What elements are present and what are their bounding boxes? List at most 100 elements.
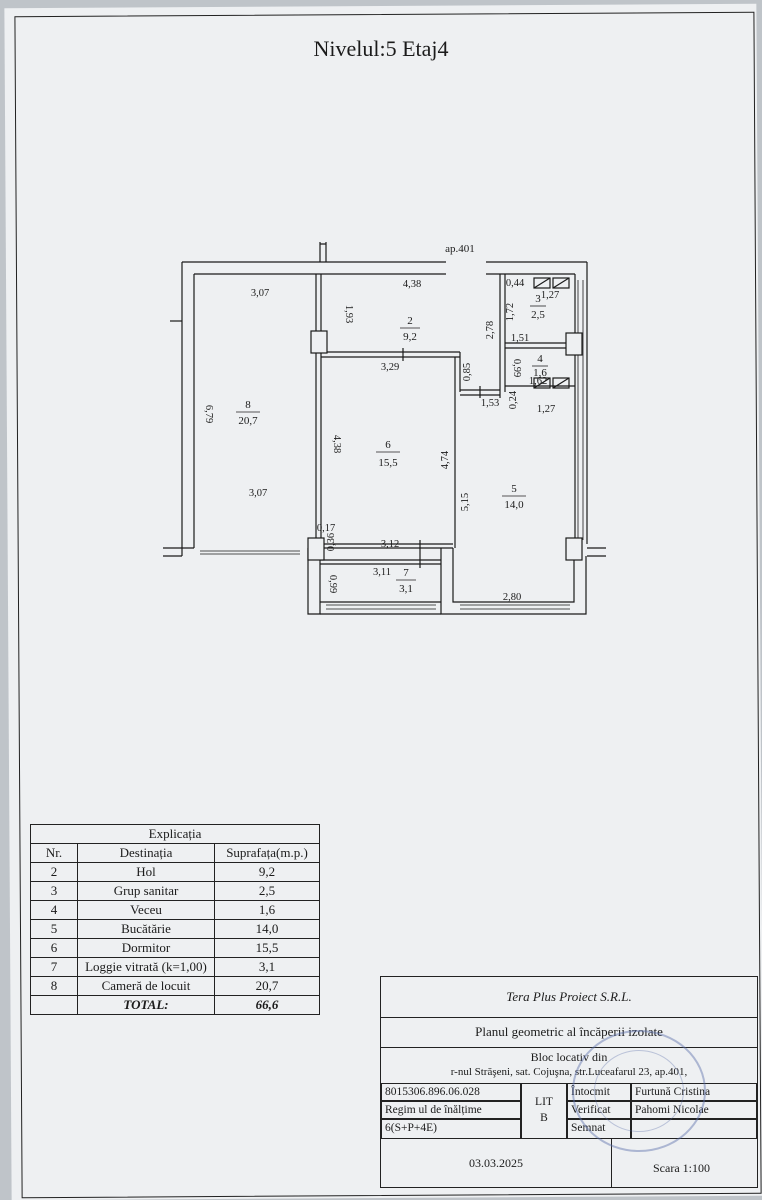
svg-text:20,7: 20,7 — [238, 415, 258, 427]
scale: Scara 1:100 — [653, 1161, 710, 1175]
dim-1-72: 1,72 — [505, 303, 516, 321]
company-name: Tera Plus Proiect S.R.L. — [381, 977, 757, 1018]
room-label-2: 2 9,2 — [400, 315, 420, 343]
dim-3-29: 3,29 — [381, 362, 399, 373]
room-label-5: 5 14,0 — [502, 483, 526, 511]
dim-3-07-top: 3,07 — [251, 288, 269, 299]
svg-text:15,5: 15,5 — [378, 457, 398, 469]
table-header: Nr. Destinația Suprafața(m.p.) — [30, 843, 320, 863]
row-dest: Cameră de locuit — [77, 976, 215, 996]
row-nr: 4 — [30, 900, 78, 920]
row-dest: Bucătărie — [77, 919, 215, 939]
lit-value: B — [540, 1112, 548, 1124]
total-value: 66,6 — [214, 995, 320, 1015]
row-nr: 5 — [30, 919, 78, 939]
row-supr: 1,6 — [214, 900, 320, 920]
row-nr: 8 — [30, 976, 78, 996]
row-dest: Veceu — [77, 900, 215, 920]
total-label: TOTAL: — [77, 995, 215, 1015]
header-suprafata: Suprafața(m.p.) — [214, 843, 320, 863]
door-marks — [402, 348, 481, 568]
table-row: 5 Bucătărie 14,0 — [30, 919, 320, 939]
table-row: 7 Loggie vitrată (k=1,00) 3,1 — [30, 957, 320, 977]
interior-walls — [315, 274, 575, 565]
window-lines — [200, 280, 584, 610]
row-dest: Hol — [77, 862, 215, 882]
table-row: 4 Veceu 1,6 — [30, 900, 320, 920]
table-row: 8 Cameră de locuit 20,7 — [30, 976, 320, 996]
row-supr: 9,2 — [214, 862, 320, 882]
dim-4-74: 4,74 — [440, 450, 451, 469]
room-label-3: 3 2,5 — [530, 293, 546, 321]
dim-3-07-bottom: 3,07 — [249, 488, 267, 499]
cadastral-number: 8015306.896.06.028 — [381, 1083, 521, 1101]
svg-text:8: 8 — [245, 399, 251, 411]
svg-text:3,1: 3,1 — [399, 583, 413, 595]
row-dest: Dormitor — [77, 938, 215, 958]
dim-0-17: 0,17 — [317, 523, 335, 534]
apartment-label: ap.401 — [445, 243, 475, 255]
dim-0-36: 0,36 — [326, 533, 337, 551]
dim-6-79: 6,79 — [203, 405, 214, 423]
dim-1-27-top: 1,27 — [541, 290, 559, 301]
dim-4-38-left: 4,38 — [331, 435, 342, 453]
regime-label: Regim ul de înălțime — [381, 1101, 521, 1119]
svg-text:4: 4 — [537, 353, 543, 365]
building-type: Bloc locativ din — [530, 1050, 608, 1064]
dim-0-85: 0,85 — [462, 363, 473, 381]
row-nr: 7 — [30, 957, 78, 977]
dim-0-99-loggia: 0,99 — [327, 575, 338, 593]
vent-ducts — [533, 277, 570, 389]
table-row: 2 Hol 9,2 — [30, 862, 320, 882]
company-seal — [572, 1030, 706, 1152]
row-supr: 3,1 — [214, 957, 320, 977]
svg-text:1,6: 1,6 — [533, 367, 547, 379]
regime-value: 6(S+P+4E) — [381, 1119, 521, 1139]
dim-1-53: 1,53 — [481, 398, 499, 409]
columns — [307, 330, 583, 561]
svg-text:7: 7 — [403, 567, 409, 579]
row-supr: 2,5 — [214, 881, 320, 901]
dim-2-80: 2,80 — [503, 592, 521, 603]
dim-0-44: 0,44 — [506, 278, 525, 289]
plan-title: Planul geometric al încăperii izolate — [381, 1017, 757, 1048]
lit-cell: LIT B — [521, 1083, 567, 1139]
row-dest: Loggie vitrată (k=1,00) — [77, 957, 215, 977]
dim-1-93: 1,93 — [343, 305, 354, 323]
svg-text:3: 3 — [535, 293, 541, 305]
page-title: Nivelul:5 Etaj4 — [313, 36, 449, 61]
explicatia-table: Explicația Nr. Destinația Suprafața(m.p.… — [30, 824, 320, 1015]
svg-text:2,5: 2,5 — [531, 309, 545, 321]
room-label-6: 6 15,5 — [376, 439, 400, 469]
row-nr: 2 — [30, 862, 78, 882]
svg-text:2: 2 — [407, 315, 413, 327]
row-dest: Grup sanitar — [77, 881, 215, 901]
header-destinatia: Destinația — [77, 843, 215, 863]
room-label-4: 4 1,6 — [532, 353, 548, 379]
dim-1-27-bottom: 1,27 — [537, 404, 555, 415]
row-nr: 6 — [30, 938, 78, 958]
dim-0-99-wc: 0,99 — [511, 359, 522, 377]
dim-1-62: 1,62 — [529, 376, 547, 387]
date: 03.03.2025 — [381, 1139, 612, 1187]
dim-4-38-top: 4,38 — [403, 279, 421, 290]
dim-3-11: 3,11 — [373, 567, 391, 578]
svg-text:6: 6 — [385, 439, 391, 451]
header-nr: Nr. — [30, 843, 78, 863]
row-supr: 15,5 — [214, 938, 320, 958]
table-total-row: TOTAL: 66,6 — [30, 995, 320, 1015]
row-nr: 3 — [30, 881, 78, 901]
row-supr: 14,0 — [214, 919, 320, 939]
svg-text:5: 5 — [511, 483, 517, 495]
table-caption: Explicația — [30, 824, 320, 844]
row-supr: 20,7 — [214, 976, 320, 996]
table-row: 3 Grup sanitar 2,5 — [30, 881, 320, 901]
svg-text:9,2: 9,2 — [403, 331, 417, 343]
outer-walls — [163, 242, 606, 615]
dim-3-12: 3,12 — [381, 539, 399, 550]
dim-5-15: 5,15 — [460, 493, 471, 511]
dim-2-78: 2,78 — [485, 321, 496, 339]
dim-1-51: 1,51 — [511, 333, 529, 344]
room-label-8: 8 20,7 — [236, 399, 260, 427]
